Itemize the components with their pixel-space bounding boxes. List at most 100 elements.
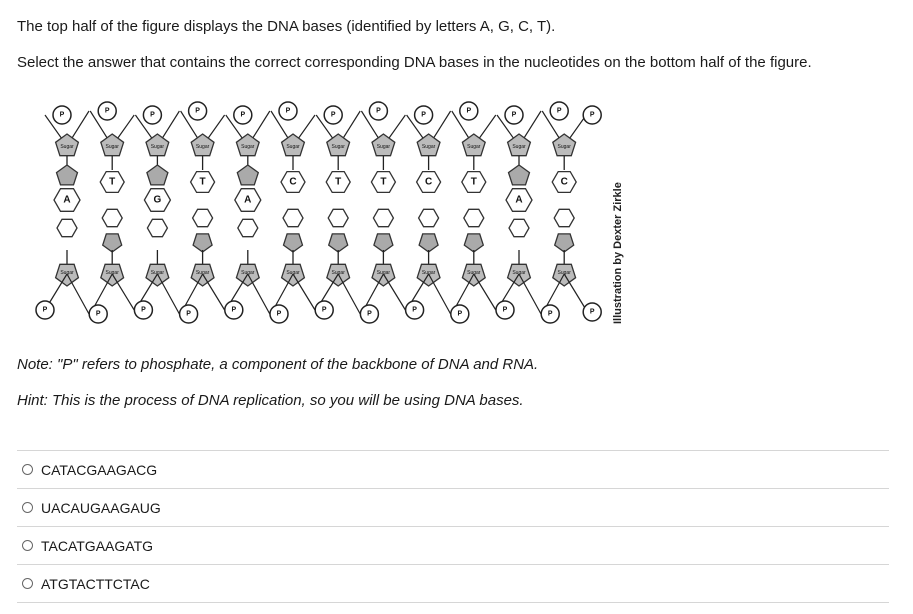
note-text: Note: "P" refers to phosphate, a compone… [17, 356, 539, 373]
top-base-label: T [200, 177, 206, 188]
base-top [325, 170, 351, 194]
phosphate-label: P [421, 112, 426, 119]
phosphate-label: P [195, 108, 200, 115]
dna-figure: PSugarASugarPPSugarTSugarPPSugarGSugarPP… [35, 101, 602, 324]
phosphate-bottom [582, 302, 602, 322]
base-top [234, 188, 262, 212]
top-base-label: C [425, 177, 432, 188]
phosphate-bottom [35, 300, 55, 320]
phosphate-top [278, 101, 298, 121]
answer-option-2[interactable]: UACAUGAAGAUG [17, 488, 889, 526]
phosphate-bottom [359, 304, 380, 324]
question-line-2: Select the answer that contains the corr… [17, 54, 812, 71]
sugar-top [235, 133, 260, 157]
sugar-top [506, 133, 532, 157]
phosphate-top [368, 101, 389, 121]
base-bottom [237, 218, 259, 238]
radio-button[interactable] [22, 540, 33, 551]
sugar-label: Sugar [558, 270, 572, 276]
phosphate-label: P [367, 311, 372, 318]
sugar-top [145, 133, 170, 157]
phosphate-label: P [331, 112, 336, 119]
phosphate-bottom [224, 300, 244, 320]
base-bottom [417, 208, 440, 228]
backbone-bond [111, 273, 135, 311]
phosphate-label: P [240, 112, 245, 119]
phosphate-label: P [376, 108, 381, 115]
phosphate-bottom [133, 300, 154, 320]
answer-option-4[interactable]: ATGTACTTCTAC [17, 564, 889, 603]
top-base-label: A [63, 195, 70, 206]
purine-ring [236, 164, 260, 186]
sugar-label: Sugar [512, 270, 526, 276]
answer-option-1[interactable]: CATACGAAGACG [17, 450, 889, 488]
phosphate-label: P [277, 311, 282, 318]
base-bottom [327, 208, 349, 228]
sugar-label: Sugar [241, 144, 255, 150]
radio-button[interactable] [22, 502, 33, 513]
sugar-top [371, 133, 396, 157]
phosphate-top [413, 105, 434, 125]
sugar-label: Sugar [332, 144, 346, 150]
top-base-label: A [515, 195, 522, 206]
phosphate-top [323, 105, 343, 125]
answer-label: CATACGAAGACG [41, 461, 158, 478]
base-top [99, 170, 125, 194]
phosphate-label: P [96, 311, 101, 318]
backbone-bond [202, 273, 226, 311]
top-base-label: C [561, 177, 568, 188]
sugar-label: Sugar [332, 270, 346, 276]
sugar-label: Sugar [151, 270, 165, 276]
answer-label: ATGTACTTCTAC [41, 575, 150, 592]
phosphate-bottom [314, 300, 334, 320]
answer-option-3[interactable]: TACATGAAGATG [17, 526, 889, 564]
sugar-label: Sugar [106, 270, 120, 276]
phosphate-top [459, 101, 479, 121]
phosphate-top [582, 105, 602, 125]
base-bottom [146, 218, 169, 238]
backbone-bond [156, 273, 180, 315]
phosphate-top [549, 101, 569, 121]
radio-button[interactable] [22, 578, 33, 589]
top-base-label: T [335, 177, 341, 188]
radio-button[interactable] [22, 464, 33, 475]
sugar-label: Sugar [106, 144, 120, 150]
backbone-bond [247, 273, 271, 315]
backbone-bond [563, 273, 587, 311]
phosphate-label: P [512, 112, 517, 119]
backbone-bond [473, 273, 497, 311]
sugar-label: Sugar [286, 144, 300, 150]
sugar-top [190, 133, 215, 157]
phosphate-label: P [60, 112, 65, 119]
sugar-top [461, 133, 486, 157]
phosphate-label: P [503, 307, 508, 314]
top-base-label: T [380, 177, 386, 188]
top-base-label: T [109, 177, 115, 188]
sugar-top [416, 133, 441, 157]
base-bottom [372, 208, 395, 228]
phosphate-label: P [43, 307, 48, 314]
purine-ring [373, 233, 394, 253]
phosphate-label: P [150, 112, 155, 119]
phosphate-bottom [540, 304, 560, 324]
phosphate-bottom [88, 304, 108, 324]
base-top [505, 188, 533, 212]
purine-ring [101, 233, 123, 253]
backbone-bond [382, 273, 406, 311]
phosphate-top [187, 101, 208, 121]
phosphate-bottom [495, 300, 515, 320]
top-base-label: C [289, 177, 296, 188]
base-top [189, 170, 216, 194]
phosphate-label: P [141, 307, 146, 314]
purine-ring [553, 233, 575, 253]
phosphate-label: P [412, 307, 417, 314]
backbone-bond [292, 273, 316, 311]
top-base-label: G [154, 195, 162, 206]
phosphate-label: P [105, 108, 110, 115]
phosphate-label: P [231, 307, 236, 314]
phosphate-bottom [178, 304, 199, 324]
phosphate-top [142, 105, 163, 125]
base-bottom [101, 208, 123, 228]
phosphate-label: P [557, 108, 562, 115]
sugar-top [280, 133, 306, 157]
